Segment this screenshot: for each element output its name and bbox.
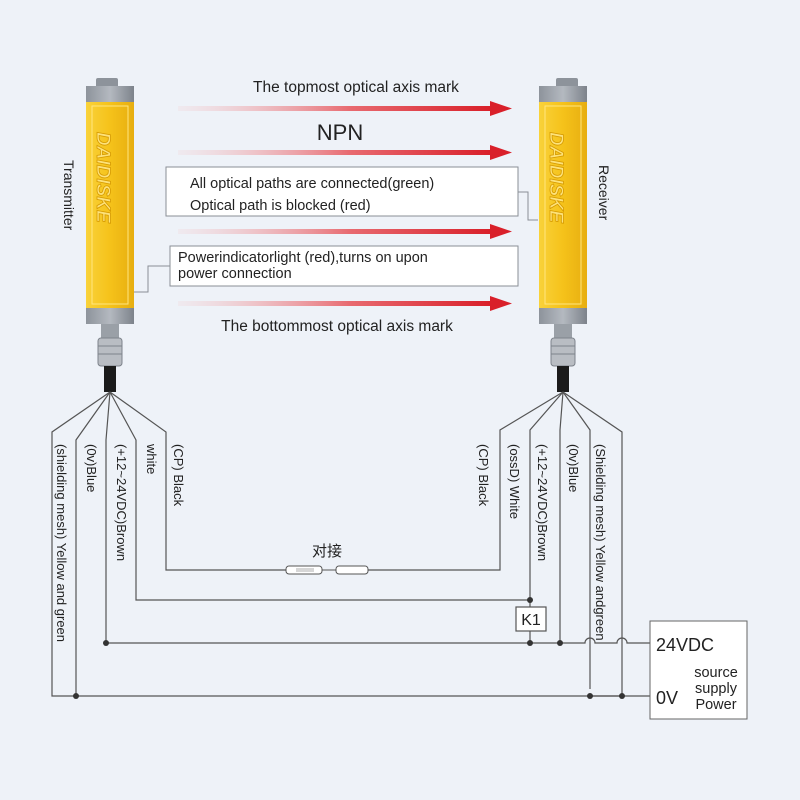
tx-wire-label: (+12~24VDC)Brown [114, 444, 129, 561]
transmitter-light-curtain: DAIDISKE [86, 78, 134, 392]
rx-ossd-wire [529, 391, 564, 643]
receiver-top-cap [539, 86, 587, 102]
power-supply: 24VDC 0V source supply Power [649, 620, 748, 720]
rx-brown-wire [559, 391, 564, 643]
relay-label: K1 [521, 612, 541, 629]
tx-white-wire [109, 391, 530, 601]
wiring [51, 391, 650, 697]
tx-0v-wire [75, 391, 111, 696]
receiver-wire-labels: (CP) Black (ossD) White (+12~24VDC)Brown… [476, 444, 608, 641]
transmitter-label: Transmitter [61, 160, 77, 231]
rx-shield-wire [562, 391, 623, 696]
receiver-bottom-cap [539, 308, 587, 324]
transmitter-housing [86, 102, 134, 308]
tx-black-wire [109, 391, 286, 571]
arrow-1 [178, 101, 512, 116]
rx-blue-wire [562, 391, 591, 689]
arrow-4 [178, 296, 512, 311]
transmitter-connector [97, 337, 123, 367]
receiver-brand-logo: DAIDISKE [545, 132, 566, 224]
power-indicator-text-2: power connection [178, 266, 292, 282]
junction-dots [73, 597, 625, 699]
indicator-green-text: All optical paths are connected(green) [190, 176, 434, 192]
transmitter-bottom-cap [86, 308, 134, 324]
power-indicator-text-1: Powerindicatorlight (red),turns on upon [178, 250, 428, 266]
supply-text-2: supply [695, 681, 738, 697]
indicator-red-text: Optical path is blocked (red) [190, 198, 371, 214]
receiver-light-curtain: DAIDISKE [539, 78, 587, 392]
rx-wire-label: (Shielding mesh) Yellow andgreen [593, 444, 608, 641]
tx-wire-label: (0v)Blue [84, 444, 99, 492]
supply-text-3: Power [695, 697, 736, 713]
connector-label: 对接 [312, 543, 342, 560]
transmitter-brand-logo: DAIDISKE [92, 132, 113, 224]
rx-wire-label: (0v)Blue [566, 444, 581, 492]
power-annotation: Powerindicatorlight (red),turns on upon … [134, 245, 519, 293]
supply-24v-label: 24VDC [656, 635, 714, 655]
indicator-annotation: All optical paths are connected(green) O… [165, 166, 538, 221]
supply-text-1: source [694, 665, 738, 681]
rx-wire-label: (CP) Black [476, 444, 491, 507]
bottom-axis-label: The bottommost optical axis mark [221, 318, 453, 335]
transmitter-cable [104, 366, 116, 392]
relay-k1: K1 [515, 606, 547, 632]
tx-wire-label: (CP) Black [171, 444, 186, 507]
optical-axis-arrows [178, 101, 512, 311]
tx-shield-wire [51, 391, 622, 697]
rx-wire-label: (+12~24VDC)Brown [535, 444, 550, 561]
arrow-2 [178, 145, 512, 160]
diagram-title: NPN [317, 120, 363, 145]
transmitter-top-cap [86, 86, 134, 102]
receiver-housing [539, 102, 587, 308]
tx-wire-label: white [144, 443, 159, 474]
v24-supply-line [582, 637, 650, 644]
receiver-connector [550, 337, 576, 367]
supply-0v-label: 0V [656, 688, 678, 708]
butt-connector [285, 565, 369, 575]
rx-wire-label: (ossD) White [507, 444, 522, 519]
tx-brown-wire [105, 391, 582, 644]
receiver-label: Receiver [596, 165, 612, 221]
transmitter-top-knob [96, 78, 118, 88]
rx-black-wire [368, 391, 564, 571]
transmitter-wire-labels: (shielding mesh) Yellow and green (0v)Bl… [54, 443, 186, 642]
tx-wire-label: (shielding mesh) Yellow and green [54, 444, 69, 642]
top-axis-label: The topmost optical axis mark [253, 79, 459, 96]
receiver-cable [557, 366, 569, 392]
receiver-top-knob [556, 78, 578, 88]
arrow-3 [178, 224, 512, 239]
